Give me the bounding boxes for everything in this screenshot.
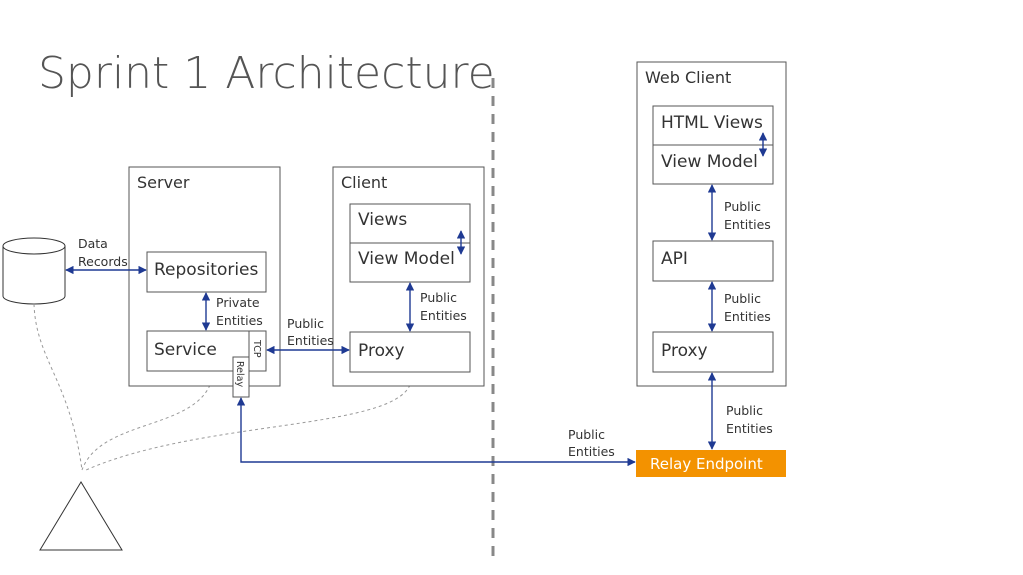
web-proxy-relay-label-2: Entities [726,421,773,436]
data-records-label-1: Data [78,236,108,251]
tcp-port [248,330,267,372]
dotted-link-database [33,303,83,471]
repositories-box [146,251,267,293]
web-client-label: Web Client [645,68,731,87]
database-icon [2,237,66,305]
relay-endpoint-box [636,450,786,477]
tcp-public-label-1: Public [287,316,324,331]
relay-public-label-1: Public [568,427,605,442]
web-vm-api-label-1: Public [724,199,761,214]
relay-label: Relay [234,361,245,387]
tcp-label: TCP [251,339,262,358]
dotted-link-server [81,384,211,471]
web-html-views-label: HTML Views [661,113,763,133]
tcp-public-label-2: Entities [287,333,334,348]
client-public-label-1: Public [420,290,457,305]
web-view-model-label: View Model [661,152,758,172]
dotted-link-client [85,384,411,471]
client-label: Client [341,173,387,192]
service-label: Service [154,340,217,360]
client-proxy-label: Proxy [358,341,405,361]
private-entities-label-2: Entities [216,313,263,328]
client-views-label: Views [358,210,407,230]
data-records-label-2: Records [78,254,128,269]
page-title: Sprint 1 Architecture [38,48,495,99]
client-public-label-2: Entities [420,308,467,323]
web-proxy-box [652,331,774,373]
relay-public-label-2: Entities [568,444,615,459]
triangle-icon [39,481,123,551]
repositories-label: Repositories [154,260,259,280]
relay-port [232,356,250,398]
relay-public-entities-arrow [236,397,636,467]
client-view-model-label: View Model [358,249,455,269]
server-label: Server [137,173,190,192]
web-vm-api-label-2: Entities [724,217,771,232]
private-entities-label-1: Private [216,295,260,310]
web-proxy-relay-label-1: Public [726,403,763,418]
web-api-box [652,240,774,282]
web-api-proxy-label-1: Public [724,291,761,306]
relay-endpoint-label: Relay Endpoint [650,455,763,473]
web-api-label: API [661,249,688,269]
web-api-proxy-label-2: Entities [724,309,771,324]
client-proxy-box [349,331,471,373]
web-proxy-label: Proxy [661,341,708,361]
